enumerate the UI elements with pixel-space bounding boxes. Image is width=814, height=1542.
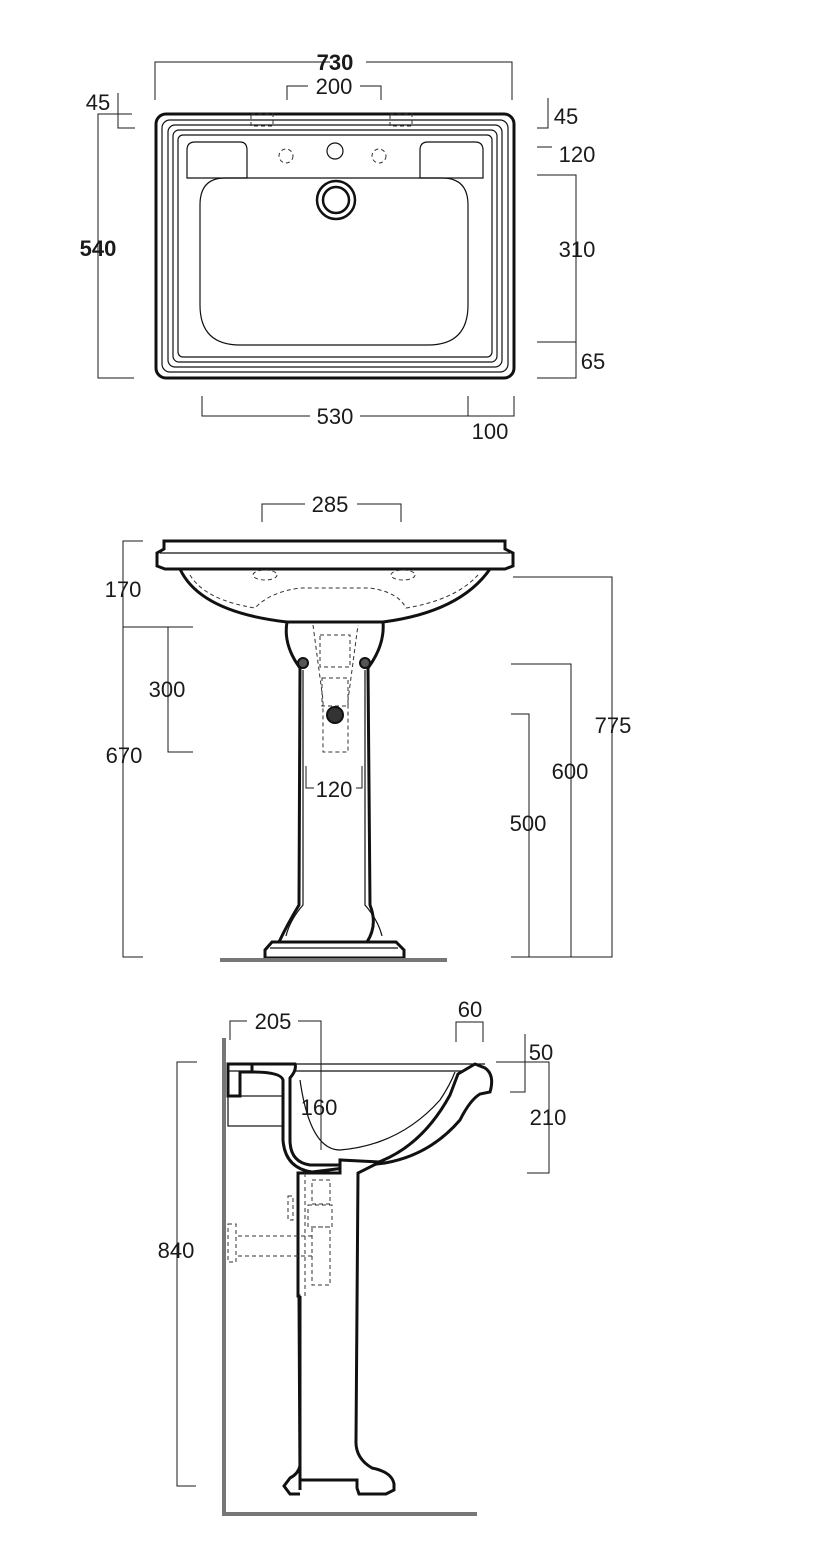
pedestal-side — [296, 1158, 396, 1496]
basin-bowl-side — [250, 1062, 494, 1174]
dim-45-right: 45 — [554, 104, 578, 129]
dim-730: 730 — [317, 50, 354, 75]
top-view: 730 200 45 540 45 120 310 65 530 100 — [80, 50, 606, 444]
basin-bowl-front — [177, 567, 493, 624]
dim-65: 65 — [581, 349, 605, 374]
drain-icon — [321, 185, 351, 215]
soap-rest-right — [419, 141, 484, 179]
dim-160: 160 — [301, 1095, 338, 1120]
dim-45-left: 45 — [86, 90, 110, 115]
dim-205: 205 — [255, 1009, 292, 1034]
side-view: 205 160 60 50 210 840 — [158, 997, 567, 1516]
dim-170: 170 — [105, 577, 142, 602]
pedestal-foot-side — [282, 1296, 302, 1496]
pedestal-base-front — [263, 940, 406, 960]
dim-120-top: 120 — [559, 142, 596, 167]
dim-540: 540 — [80, 236, 117, 261]
dim-120-front: 120 — [316, 777, 353, 802]
dim-100: 100 — [472, 419, 509, 444]
dim-285: 285 — [312, 492, 349, 517]
tap-hole-centre — [326, 142, 344, 160]
tap-hole-right — [371, 148, 387, 164]
dim-60: 60 — [458, 997, 482, 1022]
dim-670: 670 — [106, 743, 143, 768]
waste-outlet-icon — [326, 706, 344, 724]
dim-500: 500 — [510, 811, 547, 836]
soap-rest-left — [186, 141, 248, 179]
dim-300: 300 — [149, 677, 186, 702]
dim-840: 840 — [158, 1238, 195, 1263]
dim-775: 775 — [595, 713, 632, 738]
front-view: 285 170 300 670 — [105, 492, 632, 962]
bolt-icon-left — [297, 657, 309, 669]
dim-600: 600 — [552, 759, 589, 784]
basin-rim-front — [155, 539, 515, 571]
basin-outline-top — [154, 112, 516, 380]
dim-200: 200 — [316, 74, 353, 99]
tap-hole-left — [278, 148, 294, 164]
bolt-icon-right — [359, 657, 371, 669]
bowl-outline — [199, 177, 469, 346]
dim-530: 530 — [317, 404, 354, 429]
basin-back-side — [226, 1062, 254, 1098]
dim-310: 310 — [559, 237, 596, 262]
dim-210: 210 — [530, 1105, 567, 1130]
dim-50: 50 — [529, 1040, 553, 1065]
